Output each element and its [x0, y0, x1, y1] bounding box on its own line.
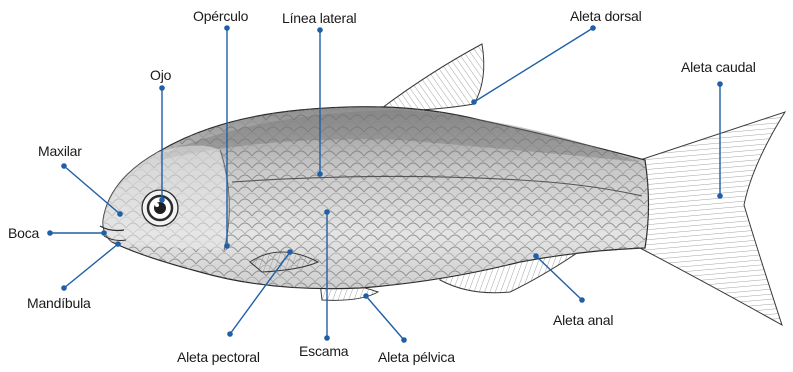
dot-maxilar-top — [61, 163, 67, 169]
dot-ojo — [159, 197, 165, 203]
dot-ojo-top — [159, 85, 165, 91]
label-aleta-dorsal: Aleta dorsal — [570, 8, 642, 24]
dot-escama — [324, 209, 330, 215]
caudal-fin-shape — [640, 112, 785, 325]
dot-mandibula-bottom — [61, 285, 67, 291]
dot-linea-lateral-top — [317, 27, 323, 33]
dot-mandibula — [115, 241, 121, 247]
dot-aleta-pectoral — [287, 249, 293, 255]
dot-aleta-caudal — [717, 193, 723, 199]
leader-mandibula — [64, 244, 118, 288]
dot-linea-lateral — [317, 171, 323, 177]
dorsal-fin-shape — [382, 44, 484, 112]
dot-aleta-pelvica-bottom — [401, 337, 407, 343]
dot-aleta-anal-bottom — [579, 297, 585, 303]
dot-aleta-pectoral-bottom — [227, 331, 233, 337]
dot-boca-left — [47, 230, 53, 236]
label-boca: Boca — [8, 225, 40, 241]
label-mandibula: Mandíbula — [27, 295, 91, 311]
dot-aleta-caudal-top — [717, 81, 723, 87]
label-ojo: Ojo — [150, 67, 172, 83]
dot-aleta-anal — [533, 253, 539, 259]
label-maxilar: Maxilar — [38, 143, 82, 159]
label-aleta-pelvica: Aleta pélvica — [378, 349, 455, 365]
label-aleta-caudal: Aleta caudal — [681, 59, 756, 75]
leader-maxilar — [64, 166, 120, 214]
label-operculo: Opérculo — [193, 8, 249, 24]
dot-operculo-top — [224, 25, 230, 31]
dot-operculo — [224, 243, 230, 249]
fish-illustration — [100, 44, 785, 325]
label-aleta-pectoral: Aleta pectoral — [177, 349, 260, 365]
dot-escama-bottom — [324, 335, 330, 341]
dot-aleta-dorsal — [471, 99, 477, 105]
label-escama: Escama — [299, 343, 349, 359]
leader-aleta-dorsal — [474, 28, 593, 102]
dot-aleta-dorsal-top — [590, 25, 596, 31]
dot-maxilar — [117, 211, 123, 217]
dot-aleta-pelvica — [363, 293, 369, 299]
leader-aleta-pelvica — [366, 296, 404, 340]
label-aleta-anal: Aleta anal — [553, 312, 613, 328]
dot-boca — [101, 230, 107, 236]
label-linea-lateral: Línea lateral — [282, 10, 357, 26]
